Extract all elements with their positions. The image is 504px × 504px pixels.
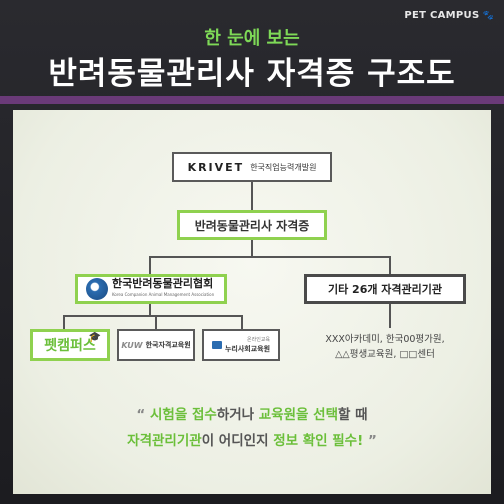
quote-highlight-4: 정보 확인 필수! [273,433,364,449]
association-text: 한국반려동물관리협회 Korea Companion Animal Manage… [112,278,214,300]
institute-petcampus: 펫캠퍼스 🎓 [30,329,110,361]
quote-block: “ 시험을 접수하거나 교육원을 선택할 때 자격관리기관이 어디인지 정보 확… [13,402,491,454]
page-title: 반려동물관리사 자격증 구조도 [48,56,456,92]
nuri-label: 누리사회교육원 [224,345,271,353]
nuri-text: 온라인교육 누리사회교육원 [225,336,270,354]
nuri-online-label: 온라인교육 [247,337,271,343]
quote-text-2: 할 때 [338,407,368,423]
quote-text-1: 하거나 [216,407,259,423]
diagram-board: KRIVET 한국직업능력개발원 반려동물관리사 자격증 한국반려동물관리협회 … [13,110,491,494]
krivet-logo: KRIVET [187,160,245,174]
connector-root-cert [251,182,253,210]
association-node: 한국반려동물관리협회 Korea Companion Animal Manage… [75,274,227,304]
association-english: Korea Companion Animal Management Associ… [112,292,215,297]
examples-line-2: △△평생교육원, □□센터 [335,349,435,360]
institute-kuw: KUW 한국자격교육원 [117,329,195,361]
title-band [0,96,504,104]
quote-highlight-3: 자격관리기관 [127,433,202,449]
connector-inst-horizontal [63,315,243,317]
root-node-name: 한국직업능력개발원 [250,162,317,172]
kuw-logo: KUW [121,340,143,350]
root-node-krivet: KRIVET 한국직업능력개발원 [172,152,332,182]
petcampus-label: 펫캠퍼스 [44,338,96,354]
other-institutions-node: 기타 26개 자격관리기관 [304,274,466,304]
quote-line-1: “ 시험을 접수하거나 교육원을 선택할 때 [13,402,491,428]
connector-other-down [389,304,391,328]
graduation-cap-icon: 🎓 [88,332,101,343]
quote-open: “ [136,407,146,423]
examples-line-1: XXX아카데미, 한국00평가원, [325,334,445,345]
kuw-label: 한국자격교육원 [145,341,191,349]
paw-icon: 🐾 [482,11,494,21]
connector-inst-2 [155,315,157,329]
connector-inst-1 [63,315,65,329]
quote-text-3: 이 어디인지 [201,433,274,449]
brand-text: PET CAMPUS [404,10,480,21]
institute-nuri: 온라인교육 누리사회교육원 [202,329,280,361]
quote-close: ” [367,433,377,449]
connector-cert-down [251,240,253,256]
book-icon [211,341,222,349]
quote-highlight-2: 교육원을 선택 [258,407,339,423]
other-institutions-examples: XXX아카데미, 한국00평가원, △△평생교육원, □□센터 [299,332,471,362]
brand-logo: PET CAMPUS🐾 [404,10,494,21]
certificate-label: 반려동물관리사 자격증 [194,218,310,233]
other-institutions-label: 기타 26개 자격관리기관 [327,283,443,296]
subtitle: 한 눈에 보는 [204,28,300,49]
globe-icon [86,278,108,300]
association-label: 한국반려동물관리협회 [112,277,214,290]
quote-highlight-1: 시험을 접수 [150,407,217,423]
connector-branch-horizontal [149,256,391,258]
connector-assoc-down [149,304,151,316]
connector-branch-right [389,256,391,274]
connector-inst-3 [241,315,243,329]
connector-branch-left [149,256,151,274]
quote-line-2: 자격관리기관이 어디인지 정보 확인 필수! ” [13,428,491,454]
certificate-node: 반려동물관리사 자격증 [177,210,327,240]
